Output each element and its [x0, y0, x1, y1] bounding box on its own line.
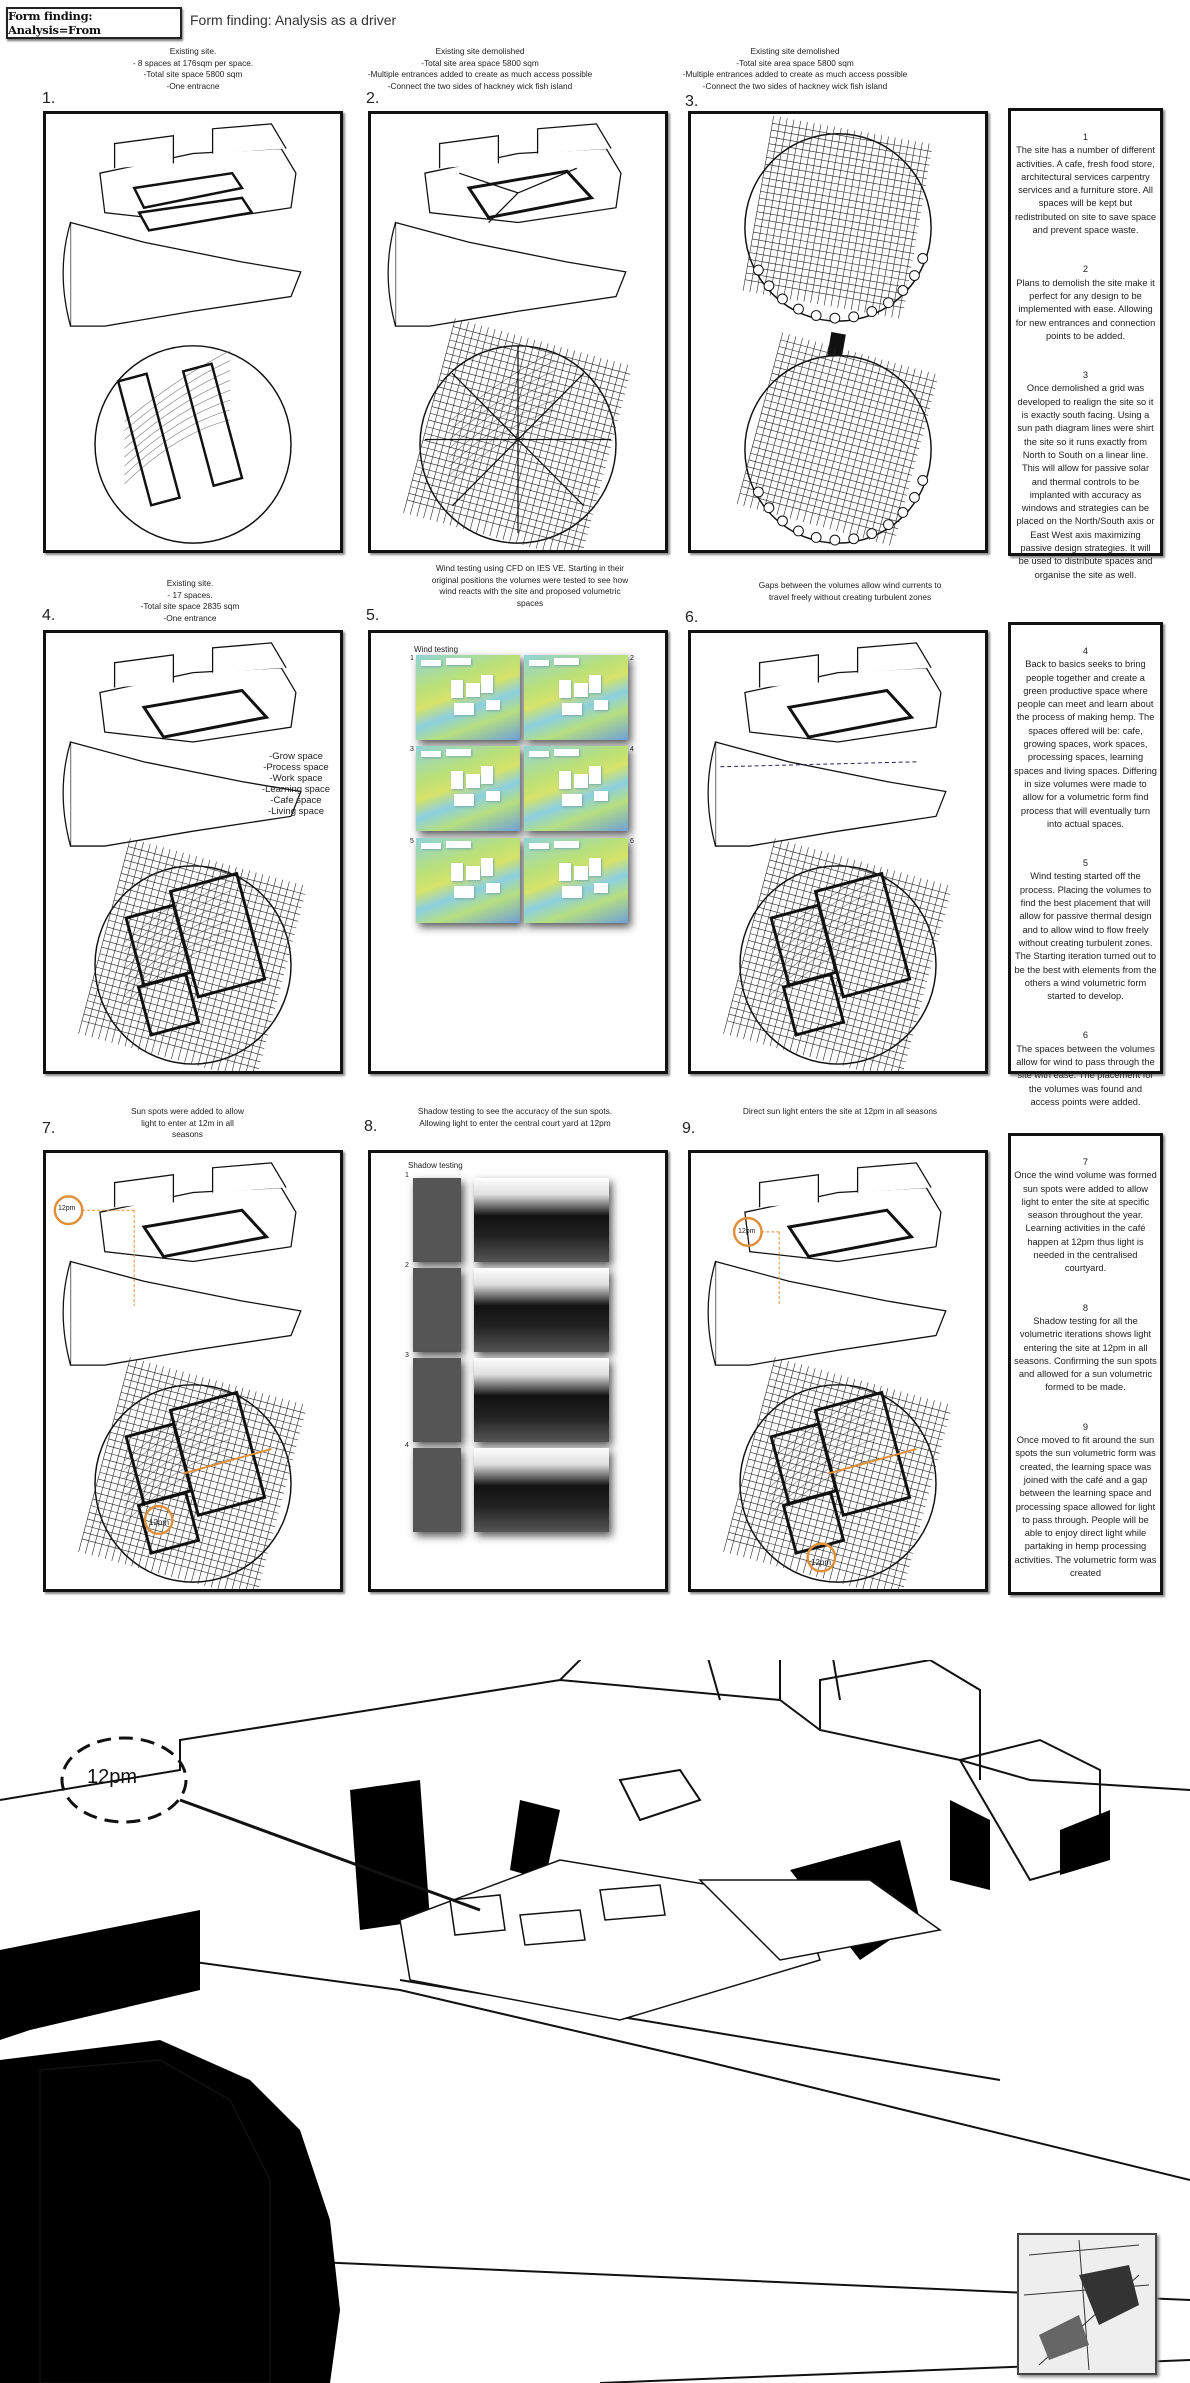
- step-5-number: 5.: [366, 607, 380, 624]
- wind-test-tile: [416, 655, 520, 740]
- shadow-plan-image: [413, 1268, 461, 1352]
- wind-tile-number: 3: [410, 746, 414, 753]
- wind-test-tile: [524, 838, 628, 923]
- step-7-drawing: 12pm 12pm: [43, 1150, 343, 1592]
- step-2-caption: Existing site demolished -Total site are…: [367, 46, 593, 91]
- shadow-testing-title: Shadow testing: [408, 1161, 463, 1170]
- step-4-caption: Existing site. - 17 spaces. -Total site …: [140, 578, 240, 623]
- shadow-perspective-image: [474, 1448, 609, 1532]
- wind-test-tile: [524, 655, 628, 740]
- step-3-drawing: [688, 111, 988, 553]
- wind-test-tile: [416, 838, 520, 923]
- sun-label-bottom-9: 12pm: [811, 1558, 832, 1567]
- axonometric-site-drawing: [0, 1660, 1190, 2383]
- step-4-drawing: -Grow space-Process space-Work space-Lea…: [43, 630, 343, 1074]
- shadow-plan-image: [413, 1178, 461, 1262]
- step-5-caption: Wind testing using CFD on IES VE. Starti…: [431, 563, 629, 608]
- step-2-number: 2.: [366, 90, 380, 107]
- step-6-caption: Gaps between the volumes allow wind curr…: [758, 580, 942, 602]
- wind-tile-number: 4: [630, 746, 634, 753]
- step-6-drawing: [688, 630, 988, 1074]
- wind-tile-number: 2: [630, 655, 634, 662]
- step-8-shadow-testing: Shadow testing 1 2 3 4: [368, 1150, 668, 1592]
- step-1-caption: Existing site. - 8 spaces at 176sqm per …: [132, 46, 254, 91]
- note-3: Once demolished a grid was developed to …: [1016, 383, 1155, 580]
- wind-test-tile: [524, 746, 628, 831]
- note-9: Once moved to fit around the sun spots t…: [1014, 1435, 1157, 1579]
- site-location-inset-map: [1017, 2233, 1157, 2375]
- step-7-caption: Sun spots were added to allow light to e…: [130, 1106, 244, 1139]
- note-5: Wind testing started off the process. Pl…: [1014, 871, 1157, 1002]
- title-box: Form finding: Analysis=From: [6, 7, 182, 39]
- note-4: Back to basics seeks to bring people tog…: [1014, 659, 1157, 829]
- step-2-drawing: [368, 111, 668, 553]
- shadow-perspective-image: [474, 1178, 609, 1262]
- step-1-number: 1.: [42, 90, 56, 107]
- note-7: Once the wind volume was formed sun spot…: [1014, 1170, 1157, 1274]
- sun-label-top: 12pm: [58, 1205, 76, 1212]
- wind-testing-title: Wind testing: [414, 645, 459, 654]
- step-4-number: 4.: [42, 607, 56, 624]
- page-subtitle: Form finding: Analysis as a driver: [190, 12, 397, 28]
- note-2: Plans to demolish the site make it perfe…: [1015, 277, 1156, 341]
- shadow-perspective-image: [474, 1268, 609, 1352]
- note-1: The site has a number of different activ…: [1014, 145, 1157, 236]
- step-5-wind-testing: Wind testing 1 2 3 4 5 6: [368, 630, 668, 1074]
- shadow-row-number: 4: [405, 1442, 409, 1449]
- step-9-number: 9.: [682, 1120, 696, 1137]
- shadow-row-number: 3: [405, 1352, 409, 1359]
- step-9-drawing: 12pm 12pm: [688, 1150, 988, 1592]
- wind-tile-number: 5: [410, 838, 414, 845]
- wind-tile-number: 1: [410, 655, 414, 662]
- step-6-number: 6.: [685, 609, 699, 626]
- clock-label: 12pm: [87, 1766, 138, 1788]
- step-8-number: 8.: [364, 1118, 378, 1135]
- note-6: The spaces between the volumes allow for…: [1016, 1043, 1155, 1107]
- step-9-caption: Direct sun light enters the site at 12pm…: [742, 1106, 938, 1116]
- step-3-number: 3.: [685, 93, 699, 110]
- wind-test-tile: [416, 746, 520, 831]
- shadow-plan-image: [413, 1448, 461, 1532]
- step-3-caption: Existing site demolished -Total site are…: [682, 46, 908, 91]
- sun-label-bottom: 12pm: [149, 1518, 170, 1527]
- shadow-row-number: 2: [405, 1262, 409, 1269]
- shadow-plan-image: [413, 1358, 461, 1442]
- note-8: Shadow testing for all the volumetric it…: [1014, 1315, 1157, 1393]
- space-list: -Grow space-Process space-Work space-Lea…: [261, 751, 331, 817]
- sun-label-top-9: 12pm: [738, 1228, 756, 1235]
- shadow-perspective-image: [474, 1358, 609, 1442]
- step-1-drawing: [43, 111, 343, 553]
- step-7-number: 7.: [42, 1120, 56, 1137]
- shadow-row-number: 1: [405, 1172, 409, 1179]
- step-8-caption: Shadow testing to see the accuracy of th…: [417, 1106, 613, 1128]
- page-title: Form finding: Analysis=From: [8, 9, 101, 37]
- wind-tile-number: 6: [630, 838, 634, 845]
